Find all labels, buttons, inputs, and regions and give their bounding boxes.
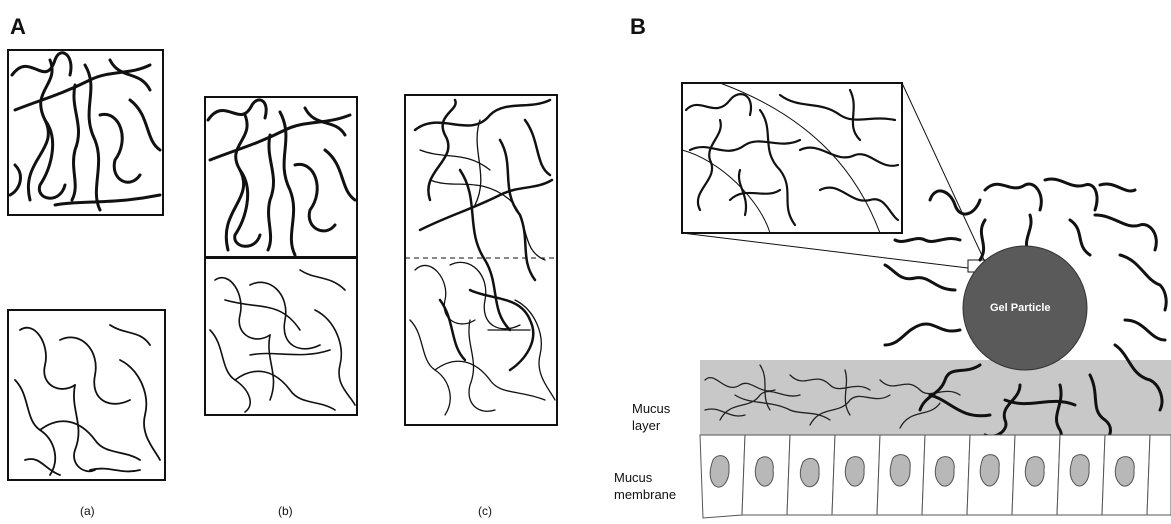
network-b-bottom	[205, 258, 357, 415]
network-c	[405, 95, 557, 425]
network-a-bottom	[8, 310, 165, 480]
zoom-inset	[682, 83, 902, 233]
mucus-membrane-label-line2: membrane	[614, 486, 676, 503]
mucus-membrane-label-line1: Mucus	[614, 469, 676, 486]
sub-label-a: (a)	[80, 504, 95, 518]
gel-particle-label: Gel Particle	[990, 302, 1051, 314]
panel-b-letter: B	[630, 14, 646, 40]
network-a-top	[8, 50, 163, 215]
mucus-layer-label-line1: Mucus	[632, 400, 670, 417]
mucus-membrane-cells	[700, 435, 1171, 518]
mucus-layer-label-line2: layer	[632, 417, 670, 434]
sub-label-c: (c)	[478, 504, 492, 518]
panel-a-letter: A	[10, 14, 26, 40]
mucus-layer-label: Mucus layer	[632, 400, 670, 434]
network-b-top	[205, 97, 357, 257]
mucus-membrane-label: Mucus membrane	[614, 469, 676, 503]
sub-label-b: (b)	[278, 504, 293, 518]
